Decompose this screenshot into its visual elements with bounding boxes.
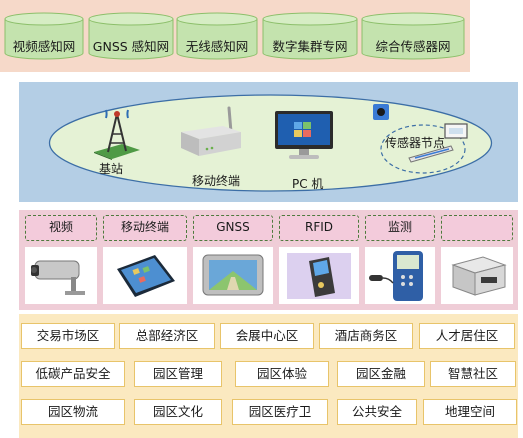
app-box: 交易市场区 (21, 323, 115, 349)
app-box: 园区管理 (134, 361, 222, 387)
sensing-tab-rfid: RFID (279, 215, 359, 241)
device-label-sensor-node: 传感器节点 (385, 136, 446, 150)
rfid-reader-icon (287, 253, 351, 299)
network-label: 数字集群专网 (272, 39, 348, 54)
app-box: 酒店商务区 (319, 323, 413, 349)
wireless-router-icon (181, 106, 241, 156)
network-layer: 视频感知网 GNSS 感知网 无线感知网 数字集群专网 综合传感器网 (0, 0, 470, 72)
network-label: 视频感知网 (12, 39, 76, 54)
app-box: 园区医疗卫 (232, 399, 328, 425)
tablet-device-icon (117, 255, 175, 297)
base-station-tower-icon (94, 109, 140, 160)
application-layer: 交易市场区 总部经济区 会展中心区 酒店商务区 人才居住区 低碳产品安全 园区管… (19, 314, 518, 438)
network-cylinder-gnss: GNSS 感知网 (88, 12, 174, 60)
app-box: 会展中心区 (220, 323, 314, 349)
network-cylinder-sensor: 综合传感器网 (361, 12, 465, 60)
access-layer: 基站 移动终端 PC 机 传感器节点 (19, 82, 518, 202)
sensing-tab-video: 视频 (25, 215, 97, 241)
network-label: GNSS 感知网 (92, 39, 170, 54)
sensing-image-rfid (279, 247, 359, 304)
sensing-image-gnss (193, 247, 273, 304)
device-label-base-station: 基站 (99, 162, 124, 176)
gnss-navigator-icon (202, 254, 264, 296)
database-cylinder-icon (88, 12, 174, 60)
device-label-mobile-terminal: 移动终端 (192, 174, 241, 188)
network-label: 综合传感器网 (375, 39, 451, 54)
instrument-box-icon (451, 256, 507, 296)
app-box: 人才居住区 (419, 323, 515, 349)
app-box: 低碳产品安全 (21, 361, 125, 387)
app-box: 公共安全 (337, 399, 417, 425)
sensing-tab-gnss: GNSS (193, 215, 273, 241)
sensing-image-instrument (441, 247, 513, 304)
monitoring-meter-icon (369, 251, 423, 301)
network-cylinder-video: 视频感知网 (4, 12, 84, 60)
sensing-image-video (25, 247, 97, 304)
app-box: 园区物流 (21, 399, 125, 425)
cctv-camera-icon (31, 260, 85, 295)
app-box: 园区金融 (337, 361, 425, 387)
sensing-tab-mobile: 移动终端 (103, 215, 187, 241)
app-box: 园区文化 (134, 399, 222, 425)
network-cylinder-trunking: 数字集群专网 (262, 12, 358, 60)
app-box: 智慧社区 (430, 361, 516, 387)
app-box: 地理空间 (423, 399, 517, 425)
database-cylinder-icon (262, 12, 358, 60)
sensing-image-monitoring (365, 247, 435, 304)
network-label: 无线感知网 (185, 39, 249, 54)
sensing-tab-empty (441, 215, 513, 241)
sensing-layer: 视频 移动终端 GNSS RFID 监测 (19, 210, 518, 310)
database-cylinder-icon (4, 12, 84, 60)
network-cylinder-wireless: 无线感知网 (176, 12, 258, 60)
sensor-node-icon (373, 104, 468, 163)
app-box: 园区体验 (235, 361, 329, 387)
database-cylinder-icon (176, 12, 258, 60)
device-label-pc: PC 机 (292, 177, 324, 191)
database-cylinder-icon (361, 12, 465, 60)
app-box: 总部经济区 (119, 323, 215, 349)
sensing-image-mobile (103, 247, 187, 304)
monitor-icon (275, 111, 333, 159)
sensing-tab-monitoring: 监测 (365, 215, 435, 241)
